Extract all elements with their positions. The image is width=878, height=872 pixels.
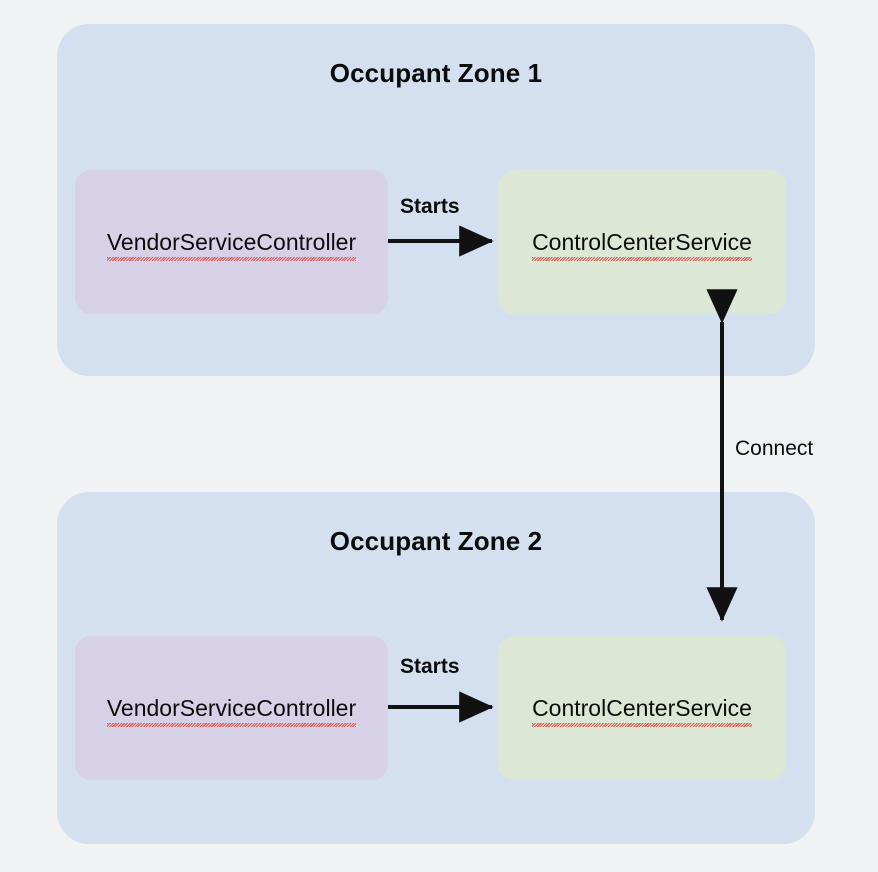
node-label: VendorServiceController xyxy=(106,228,357,261)
zone-title-2: Occupant Zone 2 xyxy=(329,526,543,556)
node-vendor-service-controller-1[interactable]: VendorServiceController xyxy=(75,170,388,314)
node-control-center-service-1[interactable]: ControlCenterService xyxy=(498,170,786,314)
zone-title-1: Occupant Zone 1 xyxy=(329,58,543,88)
edge-label-starts-1: Starts xyxy=(400,195,460,218)
node-label: VendorServiceController xyxy=(106,694,357,727)
edge-label-starts-2: Starts xyxy=(400,655,460,678)
zone-container-2: Occupant Zone 2 VendorServiceController … xyxy=(57,492,815,844)
node-control-center-service-2[interactable]: ControlCenterService xyxy=(498,636,786,780)
node-label: ControlCenterService xyxy=(532,228,752,261)
node-label: ControlCenterService xyxy=(532,694,752,727)
node-vendor-service-controller-2[interactable]: VendorServiceController xyxy=(75,636,388,780)
edge-label-connect: Connect xyxy=(735,437,814,460)
zone-container-1: Occupant Zone 1 VendorServiceController … xyxy=(57,24,815,376)
